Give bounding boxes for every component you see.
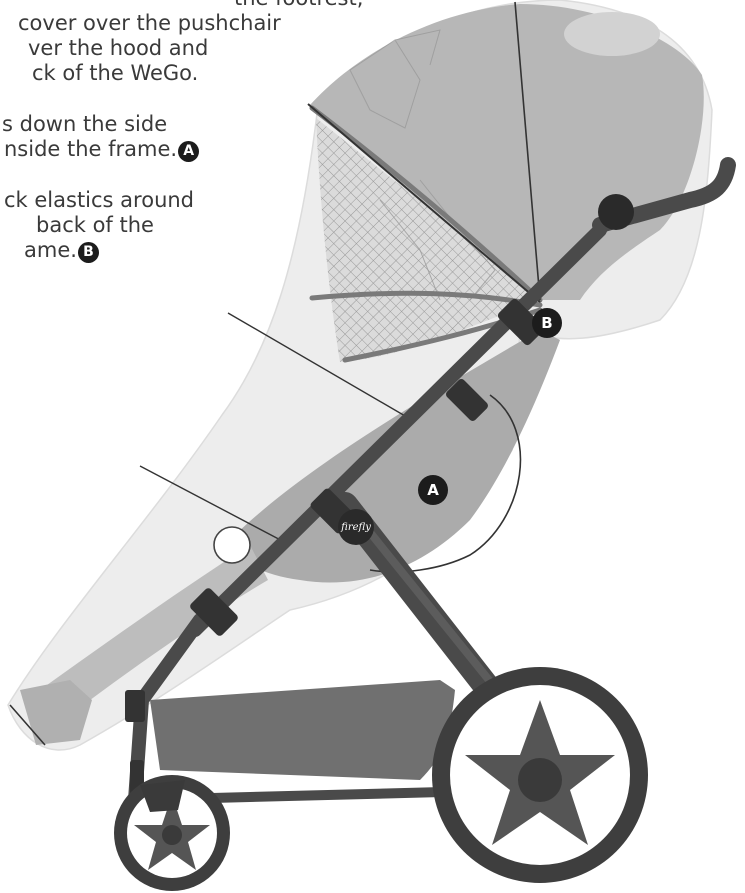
brand-logo-text: firefly [340,522,371,533]
rear-wheel [432,667,648,883]
callout-a-label: A [427,481,439,499]
basket [150,680,455,780]
callout-b-label: B [541,314,552,332]
empty-marker-circle [214,527,250,563]
handle-pivot [598,194,634,230]
callout-a: A [418,475,448,505]
brand-logo: firefly [338,509,374,545]
callout-b: B [532,308,562,338]
hood-window [564,12,660,56]
